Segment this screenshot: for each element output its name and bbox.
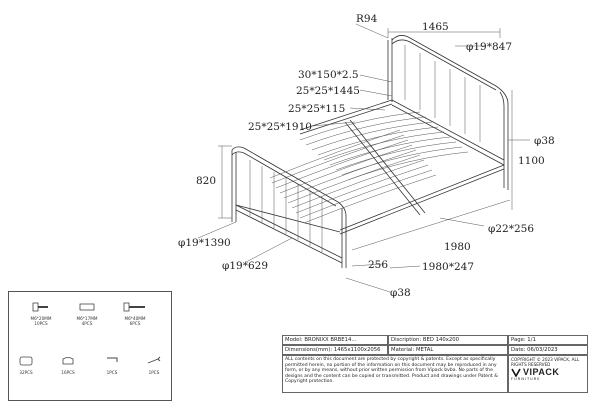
dim-length: 1980 (444, 241, 471, 253)
footboard (231, 146, 347, 268)
dim-leg-bottom: φ38 (390, 287, 411, 299)
title-block: Model: BRONIXX BRBE14... Discription: BE… (282, 335, 588, 403)
part-qty: 32PCS (19, 370, 33, 375)
part-item: 1PCS (139, 354, 169, 375)
date-cell: Date: 06/03/2023 (508, 345, 588, 355)
dimensions-cell: Dimensions(mm): 1465x1100x2056 (282, 345, 388, 355)
brand-name: VIPACK (523, 367, 560, 377)
end-cap-icon (19, 356, 33, 366)
side-rails (235, 99, 505, 235)
part-qty: 16PCS (61, 370, 75, 375)
dim-tube-top: 25*25*1445 (296, 85, 360, 97)
barrel-nut-icon (79, 303, 95, 311)
dim-tube-side: 25*25*1910 (248, 121, 312, 133)
copyright-line: COPYRIGHT © 2023 VIPACK, ALL RIGHTS RESE… (511, 357, 580, 367)
slats (269, 111, 469, 224)
material-cell: Material: METAL (388, 345, 508, 355)
dim-r94: R94 (356, 13, 378, 25)
dim-foot-post: φ19*629 (222, 260, 268, 272)
part-label: M6*20MM (30, 316, 52, 321)
brand-block: COPYRIGHT © 2023 VIPACK, ALL RIGHTS RESE… (508, 355, 588, 393)
dim-foot-rail: φ19*1390 (178, 237, 231, 249)
bolt-long-icon (123, 302, 145, 312)
copyright-notice: ALL contents on this document are protec… (282, 355, 508, 393)
dim-foot-height: 820 (196, 175, 216, 187)
part-item: 32PCS (11, 354, 41, 375)
bolt-short-icon (32, 302, 48, 312)
page-cell: Page: 1/1 (508, 335, 588, 345)
part-qty: 10PCS (34, 321, 48, 326)
headboard (387, 35, 509, 190)
brand-tagline: FURNITURE (511, 377, 541, 381)
dim-plate: 30*150*2.5 (298, 69, 359, 81)
part-qty: 6PCS (129, 321, 141, 326)
part-label: M6*17MM (76, 316, 98, 321)
part-item: M6*20MM 10PCS (23, 300, 59, 326)
dim-leg-right: φ38 (534, 135, 555, 147)
hardware-parts-box: M6*20MM 10PCS M6*17MM 4PCS M6*40MM 6PCS … (8, 291, 172, 401)
foot-pad-icon (62, 357, 74, 365)
dim-head-height: 1100 (518, 155, 545, 167)
part-label: M6*40MM (124, 316, 146, 321)
dimension-lines (197, 23, 530, 293)
dim-tube-mid: 25*25*115 (288, 103, 345, 115)
part-item: 1PCS (97, 354, 127, 375)
allen-key-icon (107, 357, 118, 362)
dim-slat-tube: φ22*256 (488, 223, 534, 235)
dim-side-leg: 256 (368, 259, 388, 271)
brand-logo: VIPACK (511, 367, 585, 377)
description-cell: Discription: BED 140x200 (388, 335, 508, 345)
dim-length-rail: 1980*247 (422, 261, 474, 273)
model-cell: Model: BRONIXX BRBE14... (282, 335, 388, 345)
part-item: 16PCS (53, 354, 83, 375)
part-item: M6*40MM 6PCS (115, 300, 155, 326)
part-item: M6*17MM 4PCS (69, 300, 105, 326)
part-qty: 4PCS (81, 321, 93, 326)
dim-top-width: 1465 (422, 21, 449, 33)
part-qty: 1PCS (106, 370, 118, 375)
part-qty: 1PCS (148, 370, 160, 375)
vipack-logo-icon (511, 368, 521, 377)
dim-headboard-post: φ19*847 (466, 41, 512, 53)
wrench-icon (147, 356, 161, 364)
